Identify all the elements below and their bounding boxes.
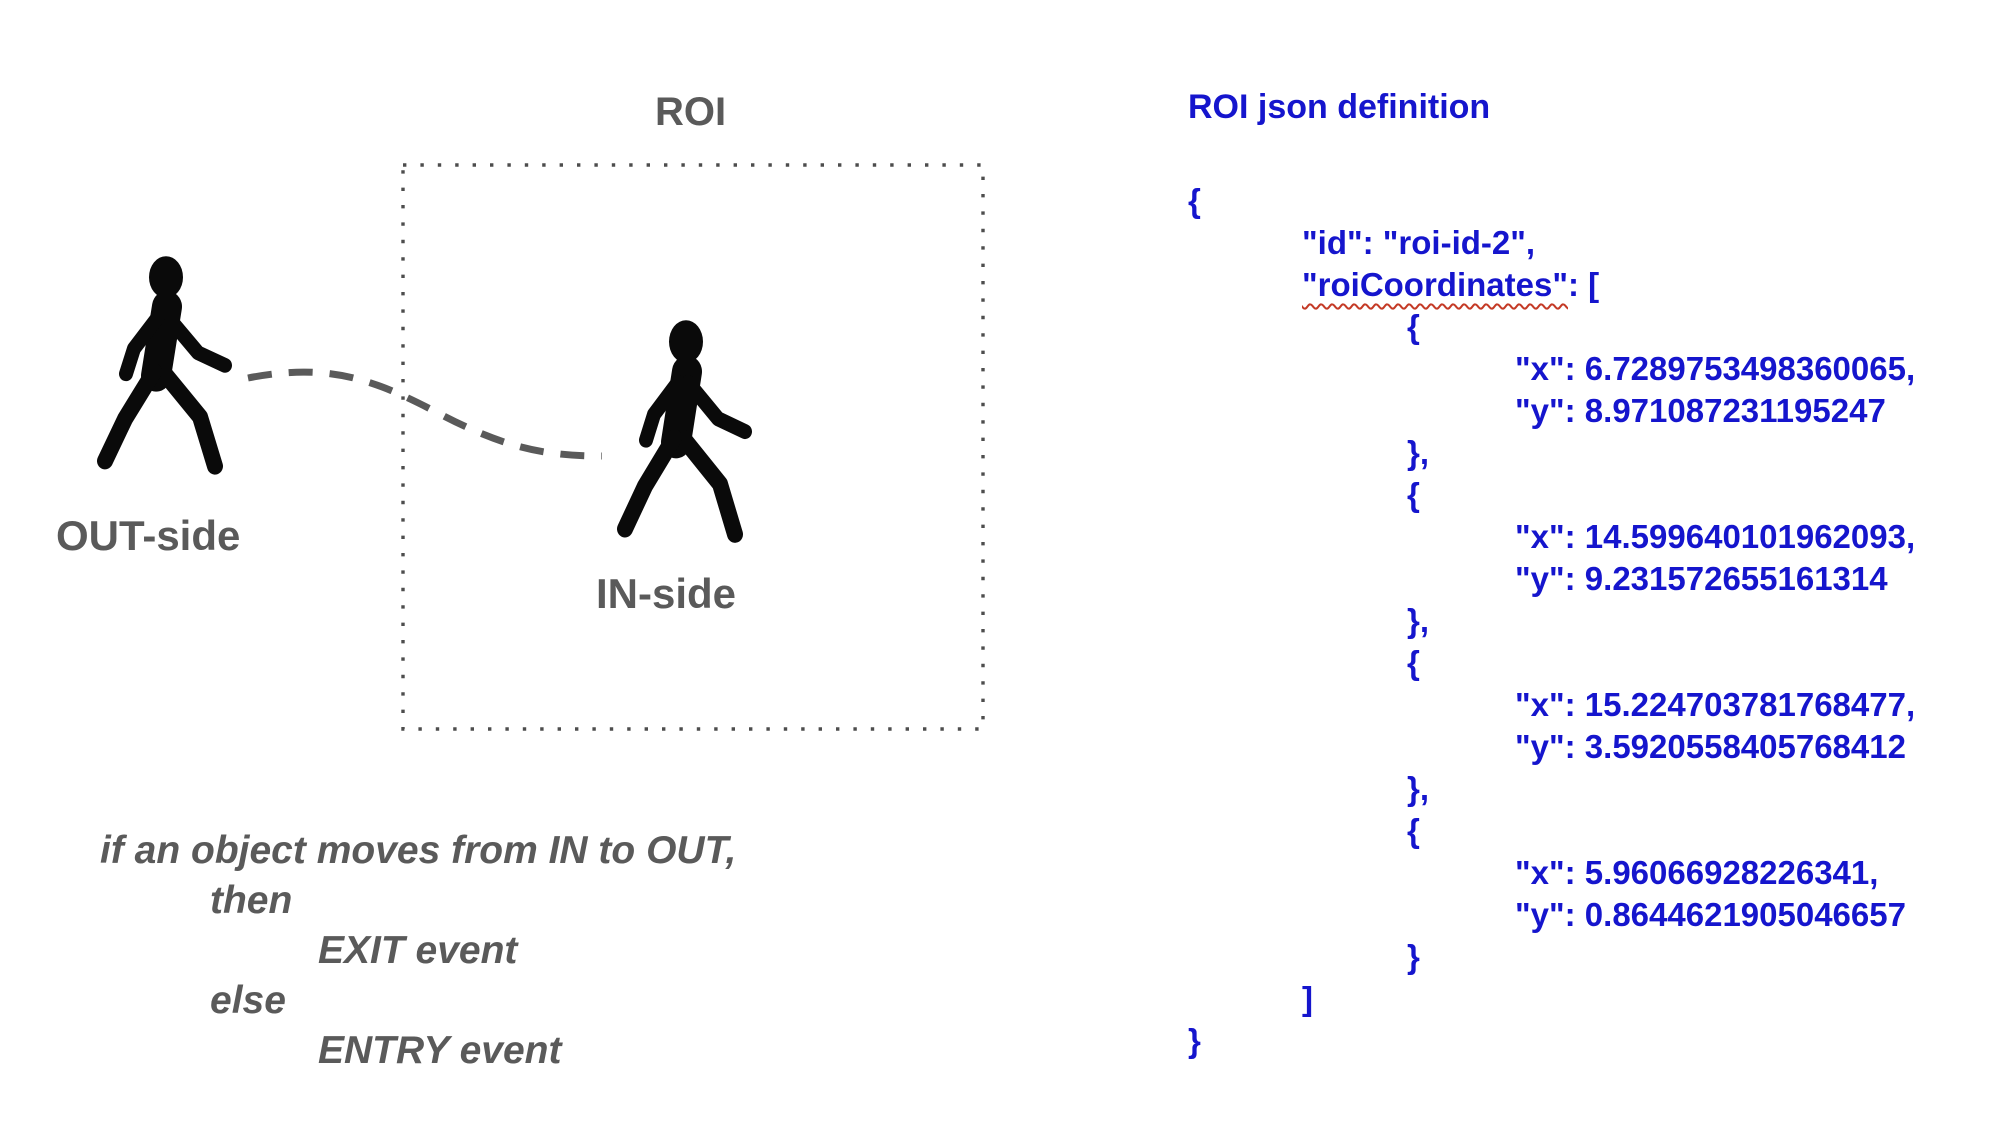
pseudocode-line: else (210, 979, 286, 1022)
roi-label: ROI (655, 90, 727, 134)
json-panel-title: ROI json definition (1188, 88, 1491, 126)
json-code-line: "x": 15.224703781768477, (1515, 686, 1916, 723)
json-code-line: "y": 0.8644621905046657 (1515, 896, 1906, 933)
json-code-line: { (1407, 476, 1420, 513)
json-code-line: { (1407, 308, 1420, 345)
pseudocode-line: ENTRY event (318, 1029, 562, 1072)
trajectory-dashed-path (247, 368, 603, 460)
json-code-line: "y": 8.971087231195247 (1515, 392, 1886, 429)
json-code-line: } (1188, 1022, 1201, 1059)
pseudocode-line: if an object moves from IN to OUT, (100, 829, 737, 872)
json-code-line: "x": 6.7289753498360065, (1515, 350, 1916, 387)
json-code-line: "x": 14.599640101962093, (1515, 518, 1916, 555)
walking-person-in-icon (625, 320, 745, 534)
in-side-label: IN-side (596, 570, 737, 617)
json-code-line: }, (1407, 770, 1430, 807)
out-side-label: OUT-side (56, 512, 241, 559)
json-code-line: }, (1407, 434, 1430, 471)
json-code-line: } (1407, 938, 1420, 975)
json-code-line: "id": "roi-id-2", (1302, 224, 1536, 261)
pseudocode-line: EXIT event (318, 929, 518, 972)
json-code-lines: { "id": "roi-id-2", "roiCoordinates": [ { "x… (1188, 180, 1915, 1062)
json-code-line: { (1188, 182, 1201, 219)
pseudocode-line: then (210, 879, 293, 922)
json-code-line: "x": 5.96066928226341, (1515, 854, 1879, 891)
json-code-line: { (1407, 644, 1420, 681)
misspelled-token: "roiCoordinates" (1302, 266, 1568, 303)
json-code-line: }, (1407, 602, 1430, 639)
walking-person-out-icon (105, 256, 225, 466)
json-code-line: "y": 9.231572655161314 (1515, 560, 1888, 597)
json-code-line: { (1407, 812, 1420, 849)
json-code-line: "y": 3.5920558405768412 (1515, 728, 1906, 765)
json-code-line: ] (1302, 980, 1313, 1017)
json-code-line: "roiCoordinates": [ (1302, 266, 1600, 303)
